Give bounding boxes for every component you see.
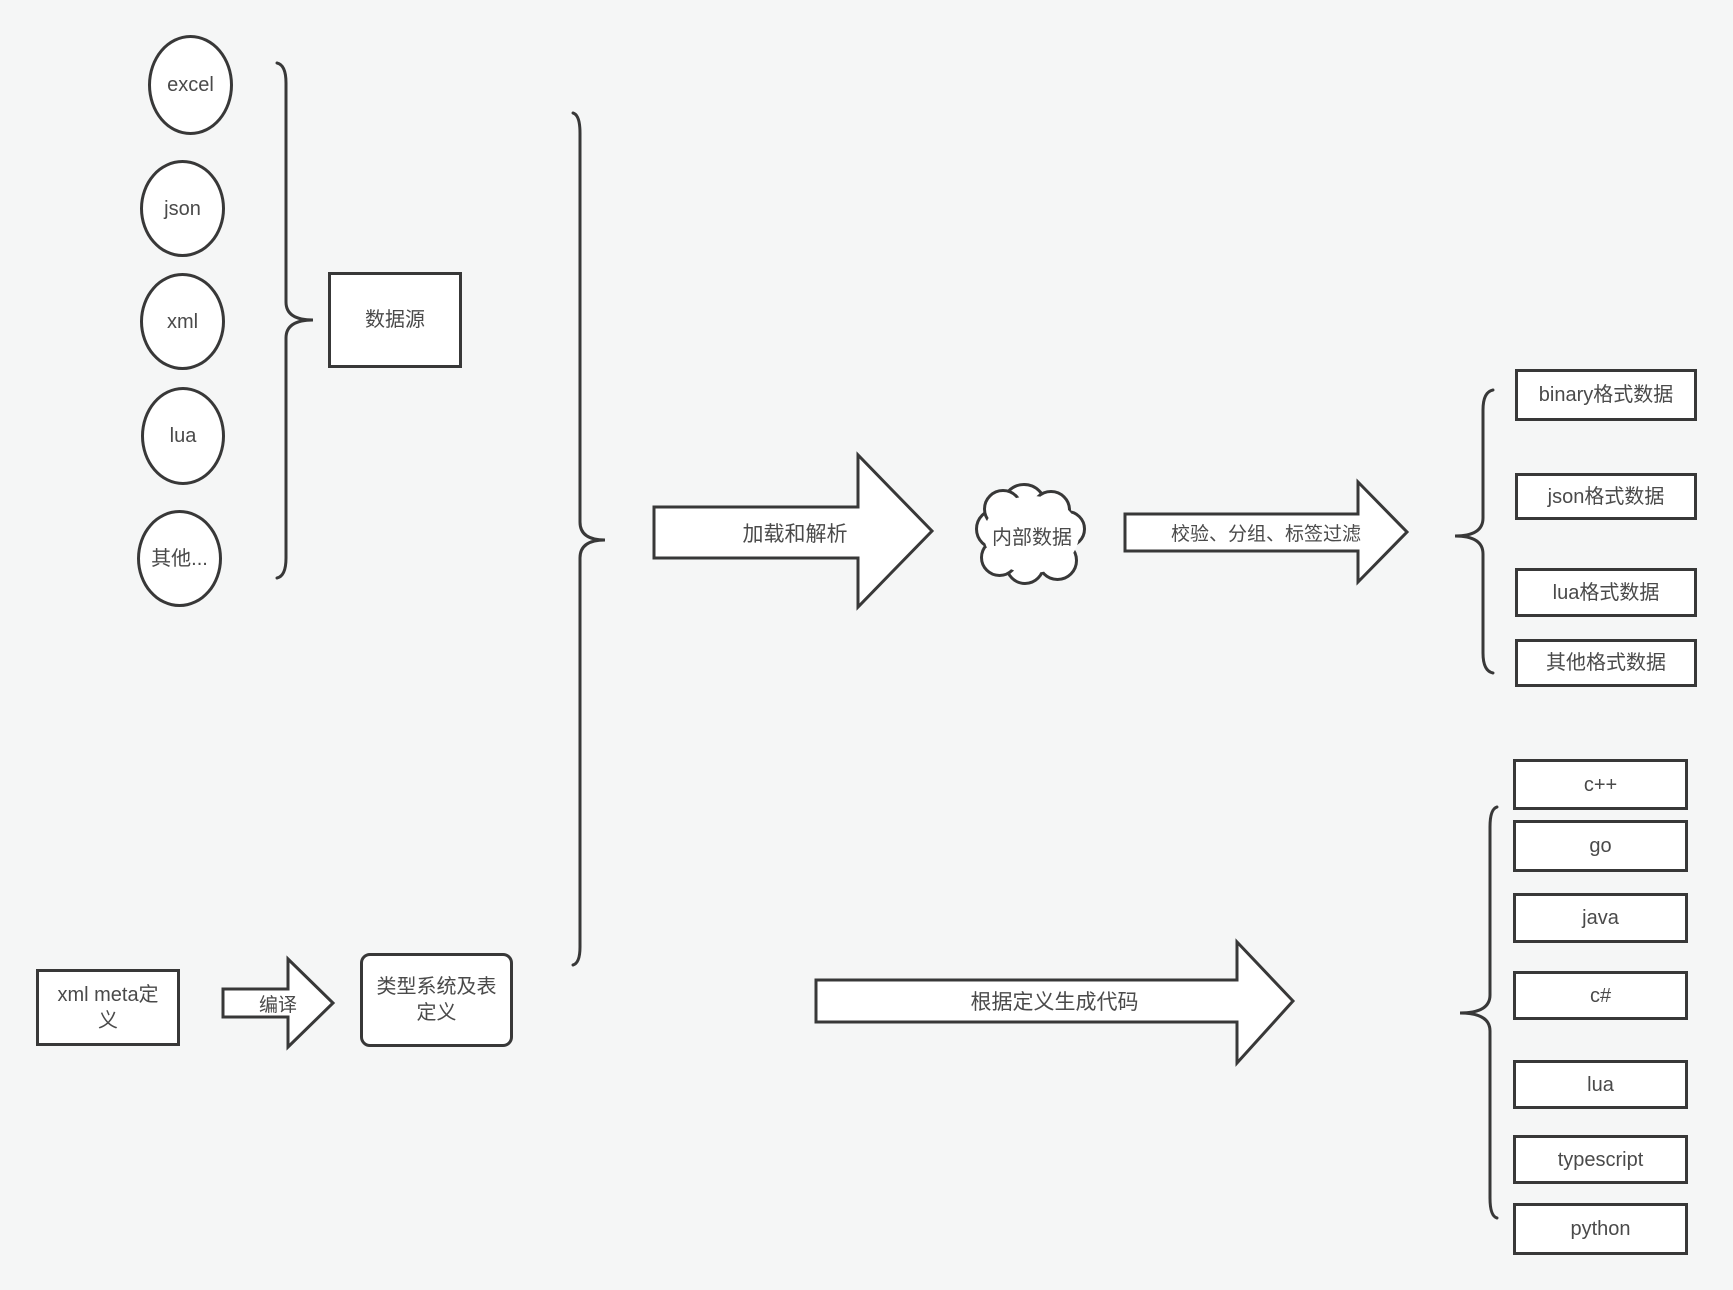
formats-brace [1454,388,1495,675]
pipeline-brace [571,111,606,967]
source-ellipse-lua: lua [141,387,225,485]
lang-box-lua: lua [1513,1060,1688,1109]
internal-data-label: 内部数据 [992,526,1072,549]
lang-box-csharp: c# [1513,971,1688,1020]
load-parse-arrow [652,451,935,611]
cloud-mask [984,496,1079,573]
format-box-other: 其他格式数据 [1515,639,1697,687]
compile-arrow-label: 编译 [258,994,297,1016]
generate-code-arrow [814,938,1296,1067]
format-box-json: json格式数据 [1515,473,1697,520]
filter-arrow [1123,478,1410,586]
source-ellipse-excel: excel [148,35,233,135]
typedef-box: 类型系统及表定义 [360,953,513,1047]
sources-brace [275,61,314,580]
format-box-binary: binary格式数据 [1515,369,1697,421]
compile-arrow [221,955,336,1051]
lang-box-python: python [1513,1203,1688,1255]
filter-arrow-label: 校验、分组、标签过滤 [1170,524,1361,545]
source-ellipse-json: json [140,160,225,257]
source-ellipse-xml: xml [140,273,225,370]
internal-data-cloud: 内部数据 [975,483,1089,587]
meta-box: xml meta定义 [36,969,180,1046]
lang-box-go: go [1513,820,1688,872]
languages-brace [1459,805,1499,1220]
load-parse-arrow-label: 加载和解析 [742,522,848,546]
format-box-lua: lua格式数据 [1515,568,1697,617]
generate-code-arrow-label: 根据定义生成代码 [970,991,1139,1014]
source-ellipse-other: 其他... [137,510,222,607]
lang-box-typescript: typescript [1513,1135,1688,1184]
datasource-box: 数据源 [328,272,462,368]
lang-box-cpp: c++ [1513,759,1688,810]
lang-box-java: java [1513,893,1688,943]
